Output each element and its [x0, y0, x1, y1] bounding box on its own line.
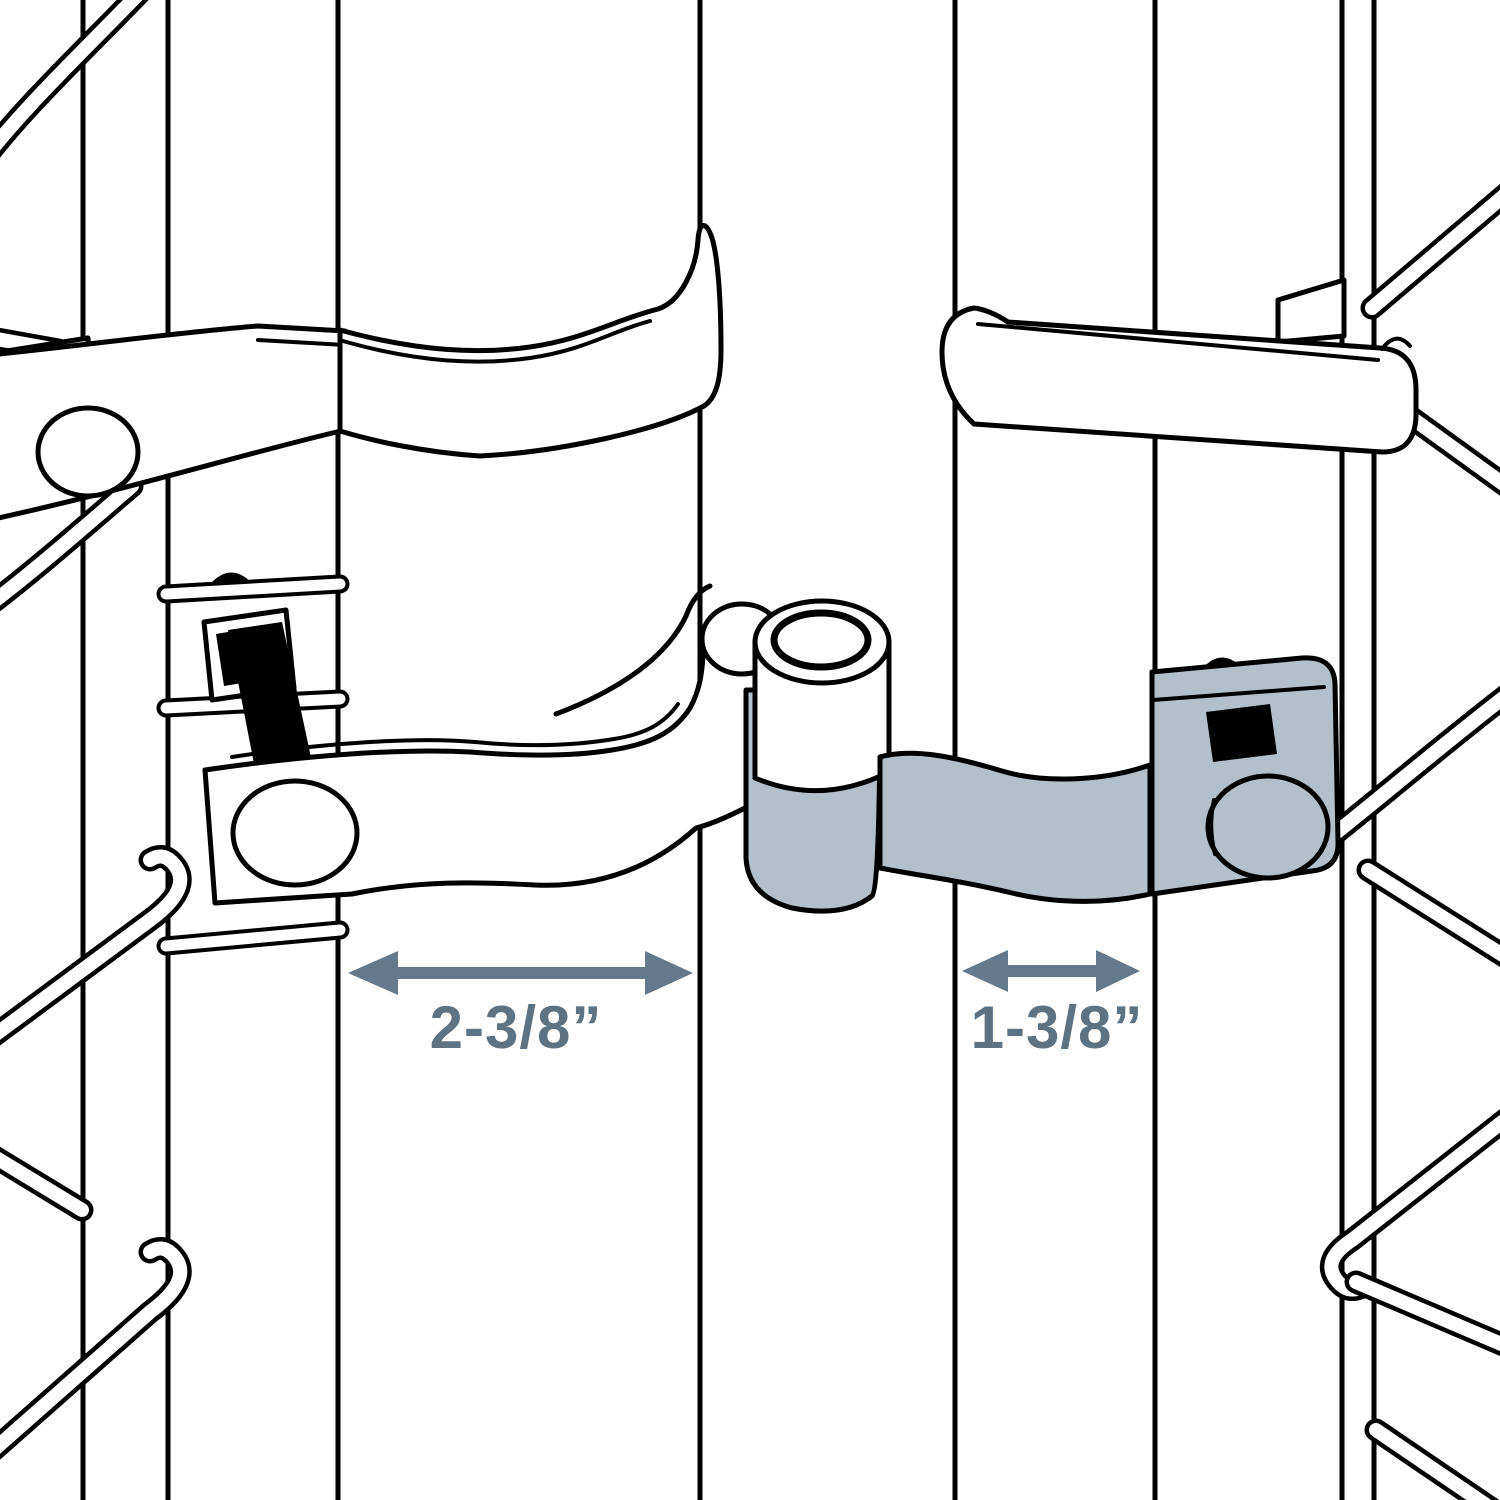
double-headed-arrow-icon [348, 951, 693, 995]
wire-icon [0, 0, 143, 151]
wire-knuckle-icon [0, 1241, 188, 1454]
wire-icon [160, 924, 346, 952]
main-hinge-bolt-left [201, 607, 312, 774]
chain-link-wires-right [1319, 183, 1500, 1500]
wire-icon [1361, 863, 1500, 962]
strap-wrap-back-edge [553, 583, 713, 717]
band-thickness-line [341, 319, 652, 364]
wire-icon [1325, 691, 1500, 843]
bolt-head-rim-line [1209, 798, 1217, 856]
barrel-pin-hole [770, 609, 872, 671]
strap-thickness-line [230, 702, 680, 759]
band-thickness-line [976, 322, 1380, 362]
brace-band [939, 305, 1419, 455]
wire-icon [160, 578, 346, 600]
gray-strap-face [877, 750, 1153, 904]
wire-icon [1365, 189, 1500, 315]
main-hinge-strap-gray [877, 655, 1341, 904]
strap-edge-line [256, 338, 347, 347]
left-gate-frame-bar [80, 0, 171, 1500]
carriage-bolt-head-icon [1205, 773, 1331, 881]
dimension-annotations [348, 950, 1140, 995]
wire-icon [1369, 1423, 1492, 1500]
square-nut-icon [1206, 704, 1277, 762]
wire-icon [0, 1151, 89, 1217]
carriage-bolt-head-icon [35, 405, 141, 499]
dimension-label-left-post: 2-3/8” [429, 994, 603, 1061]
upper-hinge-band [337, 223, 724, 459]
band-fold-curl-line [1380, 336, 1412, 351]
double-headed-arrow-icon [962, 950, 1140, 992]
bolt-shaft-icon [228, 622, 312, 774]
upper-brace-band-right [939, 277, 1419, 455]
wire-icon [1349, 1275, 1500, 1352]
dimension-label-right-post: 1-3/8” [970, 994, 1144, 1061]
hinge-barrel [752, 598, 892, 794]
carriage-bolt-head-icon [230, 778, 360, 888]
main-hinge-strap-white [202, 583, 785, 906]
band-hook-plate [1275, 277, 1347, 345]
wire-icon [0, 479, 139, 606]
strap-thickness-line [1151, 685, 1326, 702]
upper-hinge-assembly-left [0, 223, 724, 521]
right-post-1-3-8 [952, 0, 1158, 1500]
wire-knuckle-icon [0, 849, 188, 1040]
mesh-wires-gap [156, 572, 350, 956]
